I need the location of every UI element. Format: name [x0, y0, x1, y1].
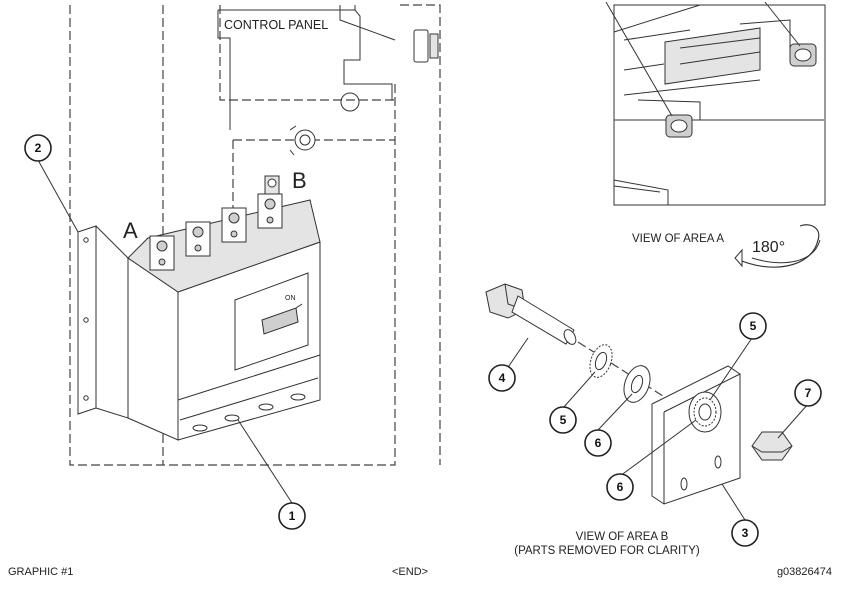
svg-text:180°: 180°: [752, 239, 785, 256]
graphic-number: GRAPHIC #1: [8, 566, 74, 578]
lock-washer-part: [589, 344, 613, 378]
graphic-id: g03826474: [776, 566, 832, 578]
view-area-b-note: (PARTS REMOVED FOR CLARITY): [514, 545, 700, 557]
view-area-a-caption: VIEW OF AREA A: [632, 233, 724, 245]
view-area-b-caption: VIEW OF AREA B: [576, 531, 669, 543]
callout-5-upper: 5: [739, 312, 767, 340]
svg-text:5: 5: [560, 413, 567, 427]
flat-washer-part: [623, 365, 651, 403]
svg-text:6: 6: [617, 480, 624, 494]
terminal-lugs: [149, 175, 283, 271]
svg-text:2: 2: [35, 141, 42, 155]
svg-text:3: 3: [742, 526, 749, 540]
end-marker: <END>: [392, 566, 429, 578]
callout-6-lower: 6: [606, 473, 634, 501]
bolt-part: [485, 283, 577, 345]
svg-text:6: 6: [595, 436, 602, 450]
callout-6-upper: 6: [584, 429, 612, 457]
view-area-a-detail: [605, 1, 826, 206]
rotation-arrow: 180°: [734, 224, 821, 268]
svg-text:5: 5: [750, 319, 757, 333]
callout-7: 7: [794, 379, 822, 407]
control-panel-label: CONTROL PANEL: [224, 18, 328, 32]
area-b-label: B: [292, 168, 307, 193]
svg-text:4: 4: [499, 371, 506, 385]
callout-1: 1: [278, 502, 306, 530]
svg-text:ON: ON: [285, 295, 296, 302]
callout-5-lower: 5: [549, 406, 577, 434]
area-a-label: A: [123, 218, 138, 243]
svg-text:7: 7: [805, 386, 812, 400]
view-area-b-detail: VIEW OF AREA B (PARTS REMOVED FOR CLARIT…: [485, 283, 809, 557]
enclosure-drawing: ON A B CONTROL PANEL: [37, 4, 441, 504]
callout-2: 2: [24, 134, 52, 162]
callout-4: 4: [488, 364, 516, 392]
svg-text:1: 1: [289, 509, 296, 523]
terminal-plate-part: [651, 365, 741, 505]
callout-3: 3: [731, 519, 759, 547]
nut-part: [751, 431, 793, 461]
